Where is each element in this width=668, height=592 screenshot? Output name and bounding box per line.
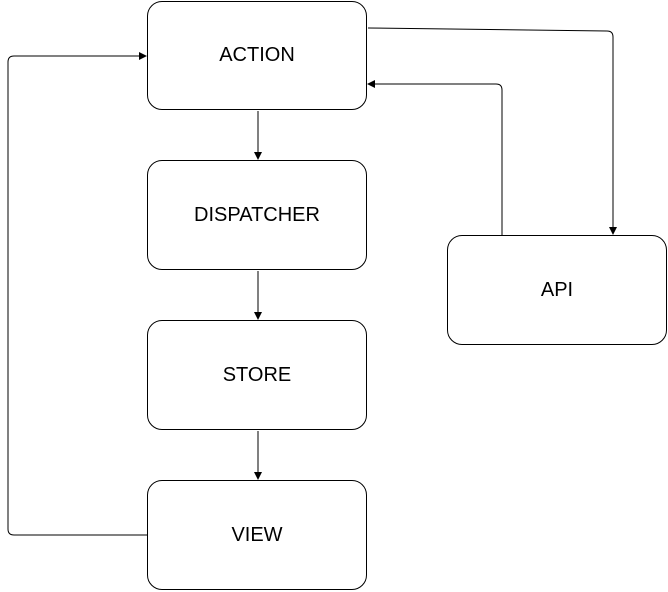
edge-api-to-action <box>367 80 503 235</box>
store-node: STORE <box>147 320 367 430</box>
dispatcher-node: DISPATCHER <box>147 160 367 270</box>
view-label: VIEW <box>231 523 283 546</box>
action-label: ACTION <box>219 44 295 66</box>
store-label: STORE <box>222 363 292 386</box>
api-label: API <box>540 278 574 301</box>
action-node: ACTION <box>147 1 367 110</box>
edge-action-to-api <box>367 27 617 235</box>
api-node: API <box>447 235 667 345</box>
view-node: VIEW <box>147 480 367 590</box>
dispatcher-label: DISPATCHER <box>194 203 320 226</box>
edge-view-to-action <box>7 52 147 536</box>
